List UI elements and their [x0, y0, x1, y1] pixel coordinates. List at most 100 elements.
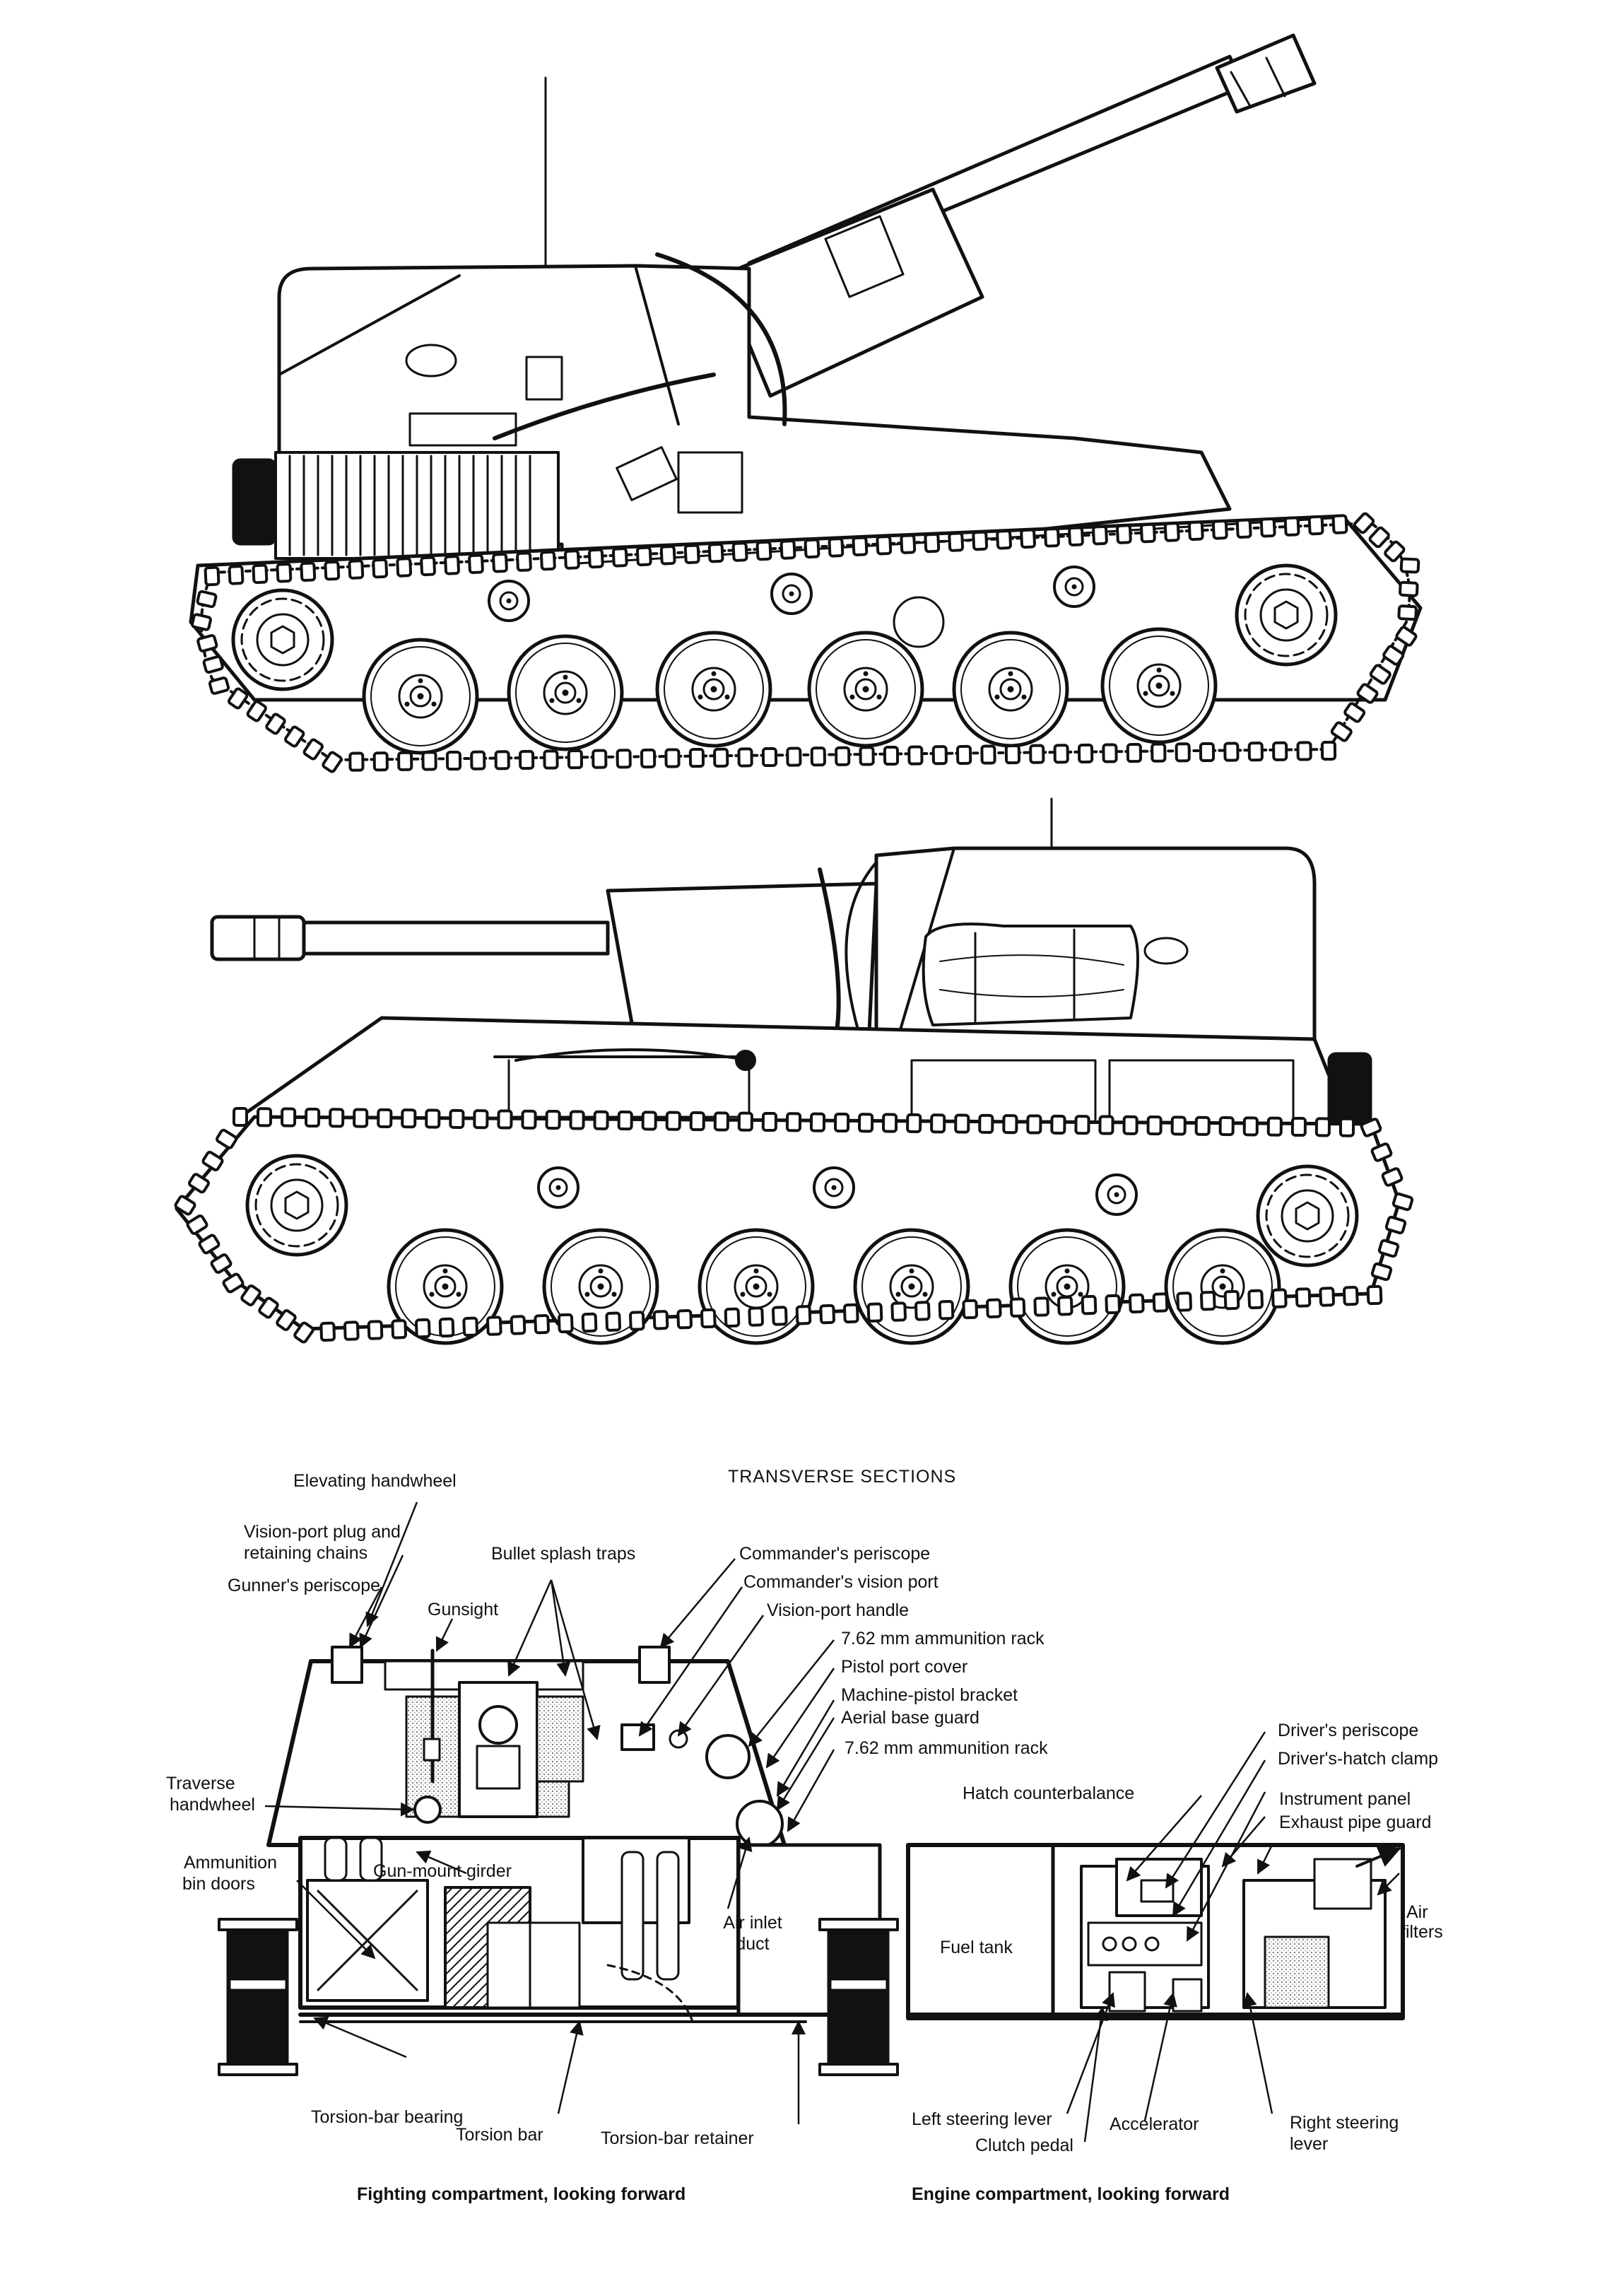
- track-link: [1059, 1297, 1072, 1315]
- track-link: [304, 1107, 321, 1128]
- track-link: [539, 550, 556, 571]
- track-link: [1074, 1115, 1090, 1135]
- track-link: [1020, 528, 1037, 549]
- track-link: [606, 1313, 620, 1330]
- track-link: [810, 746, 826, 767]
- track-link: [924, 532, 941, 554]
- track-link: [640, 748, 657, 769]
- track-link: [348, 751, 365, 772]
- track-link: [1053, 744, 1069, 764]
- track-link: [467, 554, 485, 575]
- label-vision-port-plug-line2: retaining chains: [244, 1543, 368, 1563]
- track-link: [324, 560, 341, 581]
- track-link: [196, 633, 219, 653]
- track-link: [954, 1113, 970, 1134]
- label-right-steering-lever-line2: lever: [1290, 2134, 1329, 2154]
- section-title: TRANSVERSE SECTIONS: [728, 1467, 957, 1487]
- track-link: [713, 747, 729, 768]
- track-link: [972, 530, 989, 551]
- track-link: [535, 1316, 548, 1333]
- track-link: [1399, 557, 1420, 574]
- track-link: [1249, 1291, 1262, 1308]
- track-link: [377, 1108, 393, 1128]
- track-link: [1139, 522, 1156, 544]
- track-link: [641, 1111, 657, 1131]
- track-link: [1290, 1116, 1307, 1137]
- track-link: [931, 745, 948, 766]
- label-left-steering-lever: Left steering lever: [912, 2109, 1052, 2129]
- caption-fighting-compartment: Fighting compartment, looking forward: [357, 2184, 686, 2204]
- track-link: [1067, 526, 1085, 547]
- track-link: [616, 749, 632, 769]
- track-link: [869, 1304, 882, 1321]
- track-link: [1370, 1261, 1394, 1282]
- track-link: [563, 549, 580, 570]
- label-torsion-bar-bearing: Torsion-bar bearing: [311, 2107, 464, 2127]
- label-torsion-bar-retainer: Torsion-bar retainer: [601, 2128, 754, 2148]
- track-link: [276, 562, 293, 583]
- track-link: [1011, 1299, 1025, 1316]
- track-link: [828, 537, 845, 558]
- track-link: [208, 676, 230, 696]
- track-link: [345, 1322, 358, 1340]
- label-fuel-tank: Fuel tank: [940, 1938, 1013, 1957]
- track-link: [1177, 1293, 1191, 1311]
- track-link: [1283, 516, 1300, 537]
- track-link: [1368, 1287, 1382, 1304]
- track-link: [987, 1299, 1001, 1317]
- track-link: [881, 1113, 898, 1133]
- track-link: [664, 748, 681, 768]
- track-link: [916, 1302, 929, 1320]
- track-link: [559, 1315, 572, 1332]
- track-link: [688, 747, 705, 768]
- track-link: [1259, 517, 1276, 538]
- track-link: [726, 1308, 739, 1326]
- track-link: [1320, 740, 1337, 761]
- track-link: [786, 746, 802, 767]
- track-link: [1384, 1214, 1408, 1236]
- track-link: [473, 1109, 489, 1130]
- track-link: [773, 1307, 787, 1325]
- label-traverse-handwheel-line2: handwheel: [170, 1795, 255, 1815]
- label-air-inlet-duct-line1: Air inlet: [723, 1913, 782, 1933]
- track-link: [397, 751, 413, 771]
- track-link: [678, 1311, 691, 1328]
- track-link: [201, 655, 225, 674]
- track-link: [497, 1109, 513, 1130]
- track-link: [401, 1108, 417, 1129]
- track-link: [892, 1303, 905, 1320]
- track-link: [1170, 1115, 1187, 1136]
- label-drivers-periscope: Driver's periscope: [1278, 1721, 1419, 1740]
- side-view-right: [189, 33, 1423, 761]
- track-link: [852, 536, 869, 557]
- label-pistol-port-cover: Pistol port cover: [841, 1657, 968, 1677]
- track-link: [445, 750, 462, 771]
- track-link: [369, 1321, 382, 1339]
- track-link: [980, 744, 996, 765]
- track-link: [1098, 1115, 1114, 1135]
- track-link: [396, 557, 413, 578]
- track-link: [1043, 527, 1061, 548]
- label-exhaust-pipe-guard: Exhaust pipe guard: [1279, 1812, 1432, 1832]
- track-link: [1201, 1292, 1215, 1310]
- track-link: [1175, 742, 1191, 763]
- track-link: [348, 559, 365, 580]
- track-link: [1050, 1114, 1066, 1135]
- label-vision-port-plug-line1: Vision-port plug and: [244, 1522, 401, 1542]
- label-elevating-handwheel: Elevating handwheel: [293, 1471, 457, 1491]
- track-link: [1106, 1296, 1119, 1313]
- track-link: [1194, 1115, 1211, 1136]
- track-link: [300, 561, 317, 582]
- track-link: [1126, 742, 1143, 763]
- track-link: [761, 1111, 778, 1132]
- track-link: [737, 1111, 754, 1132]
- track-link: [494, 750, 510, 771]
- track-link: [857, 1113, 874, 1133]
- track-link: [1151, 742, 1167, 763]
- track-link: [1102, 743, 1118, 763]
- track-link: [785, 1112, 802, 1132]
- track-link: [761, 746, 778, 768]
- track-link: [256, 1107, 273, 1128]
